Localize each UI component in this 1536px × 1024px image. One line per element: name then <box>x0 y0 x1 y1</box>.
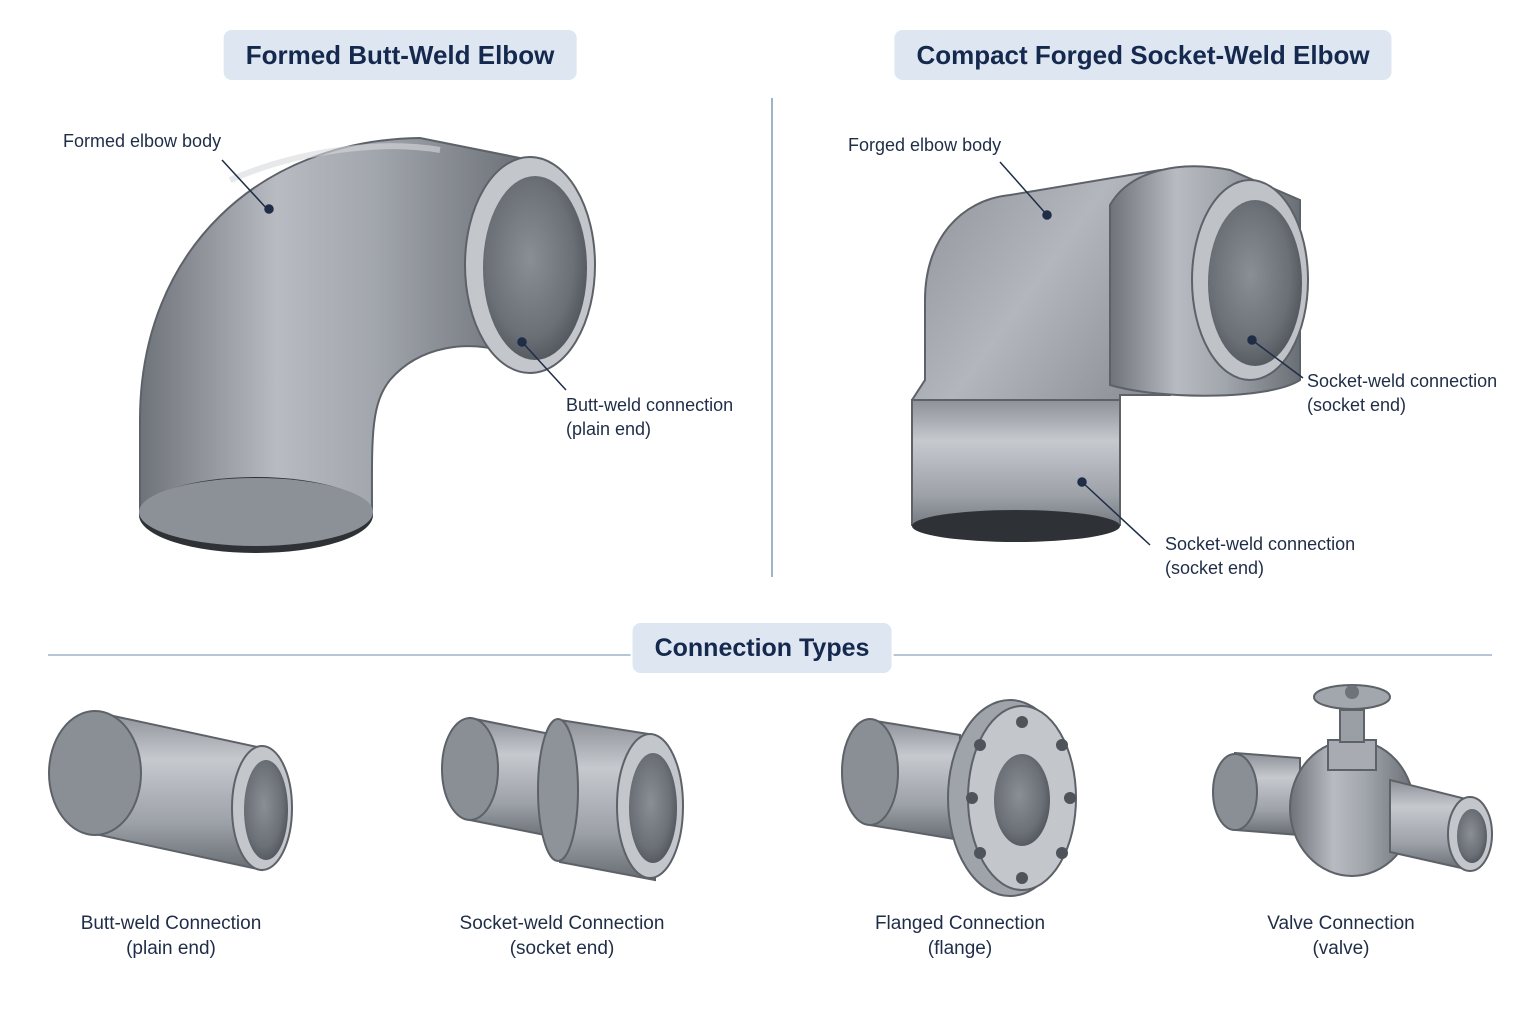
caption-socket-weld-name: Socket-weld Connection <box>459 913 665 934</box>
label-butt-weld-line1: Butt-weld connection <box>566 395 734 415</box>
caption-valve-detail: (valve) <box>1312 938 1370 959</box>
caption-socket-weld-detail: (socket end) <box>509 938 615 959</box>
label-socket-weld-connection-upper: Socket-weld connection (socket end) <box>1307 369 1497 417</box>
caption-butt-weld-detail: (plain end) <box>126 938 216 959</box>
forged-elbow-illustration <box>911 165 1309 542</box>
title-forged-elbow: Compact Forged Socket-Weld Elbow <box>894 30 1392 80</box>
label-socket-upper-line2: (socket end) <box>1307 395 1407 415</box>
label-forged-elbow-body: Forged elbow body <box>848 135 1002 155</box>
label-butt-weld-connection: Butt-weld connection (plain end) <box>566 393 733 441</box>
label-socket-weld-connection-lower: Socket-weld connection (socket end) <box>1165 532 1355 580</box>
label-socket-upper-line1: Socket-weld connection <box>1307 371 1498 391</box>
butt-weld-pipe-illustration <box>48 710 293 872</box>
caption-flanged-detail: (flange) <box>927 938 993 959</box>
title-connection-types: Connection Types <box>632 623 892 673</box>
callout-leaders <box>221 159 1304 546</box>
valve-illustration <box>1212 684 1493 877</box>
flanged-pipe-illustration <box>841 699 1077 897</box>
caption-butt-weld: Butt-weld Connection (plain end) <box>21 911 321 961</box>
title-formed-elbow: Formed Butt-Weld Elbow <box>223 30 577 80</box>
formed-elbow-illustration <box>139 136 596 553</box>
caption-valve-name: Valve Connection <box>1267 913 1415 934</box>
caption-butt-weld-name: Butt-weld Connection <box>80 913 262 934</box>
caption-valve: Valve Connection (valve) <box>1191 911 1491 961</box>
caption-flanged: Flanged Connection (flange) <box>810 911 1110 961</box>
label-butt-weld-line2: (plain end) <box>566 419 652 439</box>
caption-flanged-name: Flanged Connection <box>874 913 1046 934</box>
socket-weld-pipe-illustration <box>441 716 684 882</box>
label-socket-lower-line2: (socket end) <box>1165 558 1265 578</box>
label-socket-lower-line1: Socket-weld connection <box>1165 534 1356 554</box>
label-formed-elbow-body: Formed elbow body <box>63 131 222 151</box>
caption-socket-weld: Socket-weld Connection (socket end) <box>412 911 712 961</box>
